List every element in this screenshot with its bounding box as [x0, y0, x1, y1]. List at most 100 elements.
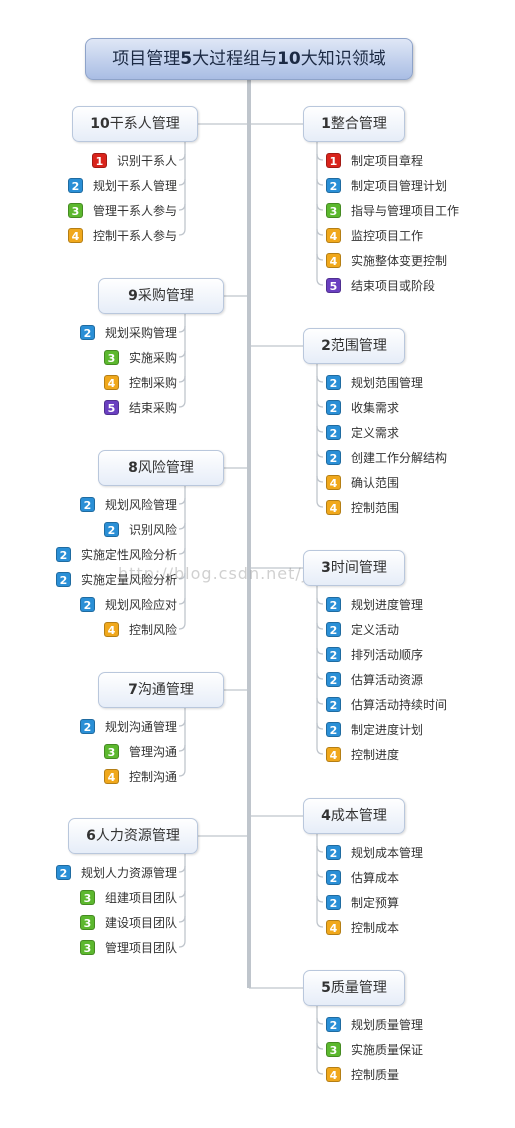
- item-connector: [178, 142, 186, 236]
- list-item: 4 控制质量: [326, 1064, 399, 1084]
- list-item: 2 排列活动顺序: [326, 644, 423, 664]
- item-connector: [316, 722, 324, 730]
- item-connector: [178, 350, 186, 358]
- item-connector: [316, 647, 324, 655]
- item-connector: [316, 475, 324, 483]
- right-area-node-1: 1整合管理: [303, 106, 405, 142]
- priority-2-icon: 2: [326, 449, 341, 465]
- item-label: 估算活动资源: [351, 672, 424, 687]
- priority-4-icon: 4: [103, 768, 119, 784]
- list-item: 2 规划成本管理: [326, 842, 423, 862]
- item-label: 规划沟通管理: [104, 719, 177, 734]
- priority-2-icon: 2: [326, 646, 341, 662]
- item-connector: [178, 865, 186, 873]
- area-name: 风险管理: [137, 460, 194, 476]
- item-label: 估算活动持续时间: [351, 697, 448, 712]
- priority-2-icon: 2: [326, 671, 341, 687]
- right-area-node-3: 3时间管理: [303, 550, 405, 586]
- area-number: 4: [321, 808, 331, 824]
- item-label: 确认范围: [351, 475, 400, 490]
- item-label: 制定进度计划: [351, 722, 424, 737]
- left-area-node-8: 8风险管理: [98, 450, 224, 486]
- item-label: 排列活动顺序: [351, 647, 424, 662]
- area-number: 3: [321, 560, 331, 576]
- area-name: 干系人管理: [109, 116, 180, 132]
- item-connector: [316, 870, 324, 878]
- item-connector: [316, 834, 324, 928]
- priority-3-icon: 3: [103, 349, 119, 365]
- item-connector: [178, 744, 186, 752]
- area-name: 成本管理: [330, 808, 387, 824]
- item-label: 规划成本管理: [351, 845, 424, 860]
- area-name: 人力资源管理: [95, 828, 180, 844]
- item-label: 实施整体变更控制: [351, 253, 448, 268]
- area-number: 1: [321, 116, 331, 132]
- item-label: 收集需求: [351, 400, 400, 415]
- item-label: 管理干系人参与: [92, 203, 177, 218]
- item-connector: [316, 153, 324, 161]
- item-connector: [316, 450, 324, 458]
- item-connector: [178, 522, 186, 530]
- priority-5-icon: 5: [326, 277, 341, 293]
- item-connector: [178, 153, 186, 161]
- right-area-node-2: 2范围管理: [303, 328, 405, 364]
- item-connector: [316, 586, 324, 755]
- priority-3-icon: 3: [79, 889, 95, 905]
- root-title-suffix: 大知识领域: [300, 49, 386, 69]
- item-connector: [316, 895, 324, 903]
- priority-2-icon: 2: [326, 596, 341, 612]
- list-item: 2 收集需求: [326, 397, 399, 417]
- priority-2-icon: 2: [326, 177, 341, 193]
- item-connector: [178, 572, 186, 580]
- item-connector: [316, 228, 324, 236]
- item-label: 控制质量: [351, 1067, 400, 1082]
- priority-2-icon: 2: [326, 374, 341, 390]
- item-connector: [316, 622, 324, 630]
- item-label: 规划风险管理: [104, 497, 177, 512]
- list-item: 4 确认范围: [326, 472, 399, 492]
- list-item: 2 估算活动资源: [326, 669, 423, 689]
- item-label: 控制范围: [351, 500, 400, 515]
- priority-2-icon: 2: [79, 718, 95, 734]
- item-connector: [178, 597, 186, 605]
- area-name: 沟通管理: [137, 682, 194, 698]
- item-connector: [178, 314, 186, 408]
- priority-2-icon: 2: [326, 399, 341, 415]
- priority-2-icon: 2: [55, 546, 71, 562]
- priority-2-icon: 2: [79, 324, 95, 340]
- priority-4-icon: 4: [326, 1066, 341, 1082]
- area-number: 8: [128, 460, 138, 476]
- item-label: 管理项目团队: [104, 940, 177, 955]
- priority-2-icon: 2: [55, 864, 71, 880]
- priority-4-icon: 4: [67, 227, 83, 243]
- item-label: 规划质量管理: [351, 1017, 424, 1032]
- priority-2-icon: 2: [326, 844, 341, 860]
- priority-4-icon: 4: [326, 474, 341, 490]
- priority-3-icon: 3: [67, 202, 83, 218]
- item-connector: [316, 178, 324, 186]
- priority-2-icon: 2: [326, 894, 341, 910]
- root-title-middle: 大过程组与: [192, 49, 278, 69]
- priority-4-icon: 4: [326, 746, 341, 762]
- priority-1-icon: 1: [326, 152, 341, 168]
- priority-4-icon: 4: [326, 227, 341, 243]
- priority-3-icon: 3: [326, 1041, 341, 1057]
- area-number: 10: [90, 116, 110, 132]
- item-label: 规划风险应对: [104, 597, 177, 612]
- area-name: 采购管理: [137, 288, 194, 304]
